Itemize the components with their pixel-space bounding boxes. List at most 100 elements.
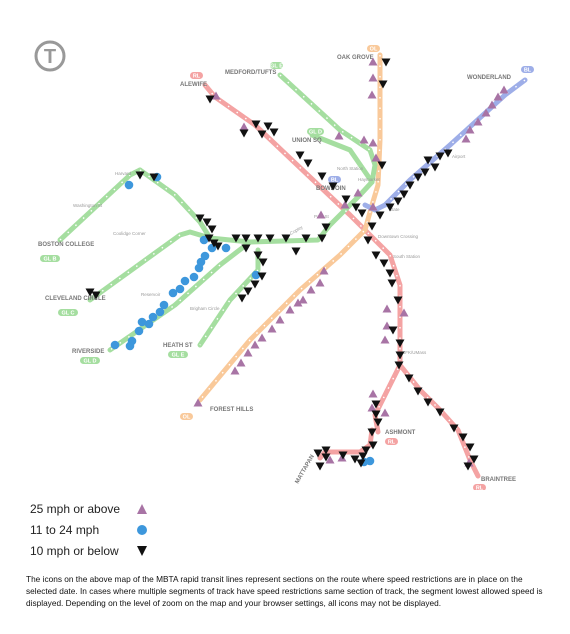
forest-hills-label: OL FOREST HILLS: [180, 407, 253, 421]
speed-marker-10-below: [263, 122, 273, 131]
speed-marker-10-below: [241, 234, 251, 243]
speed-marker-25-plus: [285, 305, 295, 314]
speed-marker-11-24: [221, 243, 231, 253]
speed-marker-10-below: [405, 181, 415, 190]
speed-marker-25-plus: [257, 333, 267, 342]
speed-marker-10-below: [378, 80, 388, 89]
svg-text:OL: OL: [370, 47, 378, 53]
speed-marker-10-below: [356, 459, 366, 468]
speed-marker-10-below: [435, 408, 445, 417]
speed-marker-10-below: [251, 120, 261, 129]
svg-text:OAK GROVE: OAK GROVE: [337, 55, 374, 61]
speed-marker-10-below: [379, 259, 389, 268]
svg-text:Brigham Circle: Brigham Circle: [190, 306, 220, 311]
svg-text:GL D: GL D: [309, 130, 322, 136]
svg-text:BOWDOIN: BOWDOIN: [316, 186, 346, 192]
triangle-down-icon: [137, 546, 147, 556]
heath-st-label: HEATH ST GL E: [163, 343, 193, 359]
speed-marker-10-below: [430, 163, 440, 172]
svg-text:RIVERSIDE: RIVERSIDE: [72, 349, 104, 355]
speed-marker-25-plus: [473, 117, 483, 126]
speed-marker-11-24: [155, 307, 165, 317]
medford-tufts-label: MEDFORD/TUFTS GL E: [225, 62, 283, 76]
speed-marker-10-below: [361, 446, 371, 455]
speed-marker-10-below: [363, 236, 373, 245]
speed-marker-10-below: [458, 433, 468, 442]
speed-marker-25-plus: [353, 188, 363, 197]
speed-marker-11-24: [199, 235, 209, 245]
svg-text:BOSTON COLLEGE: BOSTON COLLEGE: [38, 242, 94, 248]
union-sq-label: GL D UNION SQ: [292, 128, 324, 144]
svg-text:ALEWIFE: ALEWIFE: [180, 82, 207, 88]
speed-marker-25-plus: [367, 90, 377, 99]
logo-letter: T: [44, 46, 56, 68]
speed-marker-10-below: [449, 424, 459, 433]
legend-label: 11 to 24 mph: [30, 523, 100, 537]
svg-text:State: State: [389, 207, 400, 212]
speed-marker-25-plus: [315, 278, 325, 287]
speed-marker-10-below: [413, 173, 423, 182]
speed-marker-10-below: [463, 462, 473, 471]
svg-text:Downtown Crossing: Downtown Crossing: [378, 234, 419, 239]
speed-marker-25-plus: [319, 266, 329, 275]
speed-marker-11-24: [134, 326, 144, 336]
svg-text:OL: OL: [183, 415, 191, 421]
speed-marker-11-24: [168, 288, 178, 298]
speed-marker-10-below: [237, 294, 247, 303]
svg-text:RL: RL: [388, 440, 396, 446]
speed-marker-10-below: [387, 279, 397, 288]
speed-marker-10-below: [357, 209, 367, 218]
speed-marker-10-below: [371, 400, 381, 409]
speed-marker-25-plus: [316, 210, 326, 219]
svg-text:Coolidge Corner: Coolidge Corner: [113, 231, 146, 236]
svg-text:BL: BL: [524, 68, 532, 74]
svg-text:GL D: GL D: [83, 359, 96, 365]
braintree-label: BRAINTREE RL: [473, 477, 516, 490]
speed-marker-10-below: [394, 361, 404, 370]
speed-marker-10-below: [385, 269, 395, 278]
svg-text:RL: RL: [193, 74, 201, 80]
speed-marker-10-below: [253, 251, 263, 260]
speed-marker-10-below: [371, 251, 381, 260]
speed-marker-10-below: [367, 428, 377, 437]
speed-marker-10-below: [469, 455, 479, 464]
speed-marker-25-plus: [493, 92, 503, 101]
speed-marker-10-below: [377, 161, 387, 170]
terminal-labels: OL OAK GROVE RL ALEWIFE MEDFORD/TUFTS GL…: [38, 45, 534, 490]
speed-marker-10-below: [351, 203, 361, 212]
speed-marker-10-below: [420, 168, 430, 177]
svg-text:CLEVELAND CIRCLE: CLEVELAND CIRCLE: [45, 296, 106, 302]
alewife-label: RL ALEWIFE: [180, 72, 207, 88]
speed-marker-25-plus: [243, 348, 253, 357]
svg-text:South Station: South Station: [393, 254, 421, 259]
speed-marker-10-below: [385, 203, 395, 212]
bowdoin-label: BL BOWDOIN: [316, 176, 346, 192]
svg-text:JFK/UMass: JFK/UMass: [403, 350, 427, 355]
speed-marker-10-below: [239, 129, 249, 138]
speed-marker-10-below: [258, 258, 268, 267]
speed-marker-11-24: [189, 272, 199, 282]
speed-marker-10-below: [375, 211, 385, 220]
speed-marker-25-plus: [368, 138, 378, 147]
svg-text:Haymarket: Haymarket: [358, 177, 381, 182]
speed-marker-10-below: [435, 152, 445, 161]
speed-marker-10-below: [317, 234, 327, 243]
speed-marker-25-plus: [461, 134, 471, 143]
speed-marker-11-24: [144, 319, 154, 329]
speed-marker-11-24: [137, 317, 147, 327]
svg-text:Harvard: Harvard: [115, 171, 132, 176]
speed-marker-10-below: [404, 374, 414, 383]
speed-marker-25-plus: [371, 153, 381, 162]
speed-marker-25-plus: [399, 308, 409, 317]
speed-marker-25-plus: [382, 304, 392, 313]
speed-marker-10-below: [395, 351, 405, 360]
speed-marker-25-plus: [211, 91, 221, 100]
speed-marker-10-below: [231, 234, 241, 243]
speed-marker-10-below: [265, 234, 275, 243]
speed-marker-25-plus: [334, 131, 344, 140]
speed-marker-10-below: [388, 326, 398, 335]
speed-marker-25-plus: [368, 73, 378, 82]
speed-marker-10-below: [257, 272, 267, 281]
speed-marker-10-below: [195, 214, 205, 223]
speed-marker-10-below: [338, 451, 348, 460]
